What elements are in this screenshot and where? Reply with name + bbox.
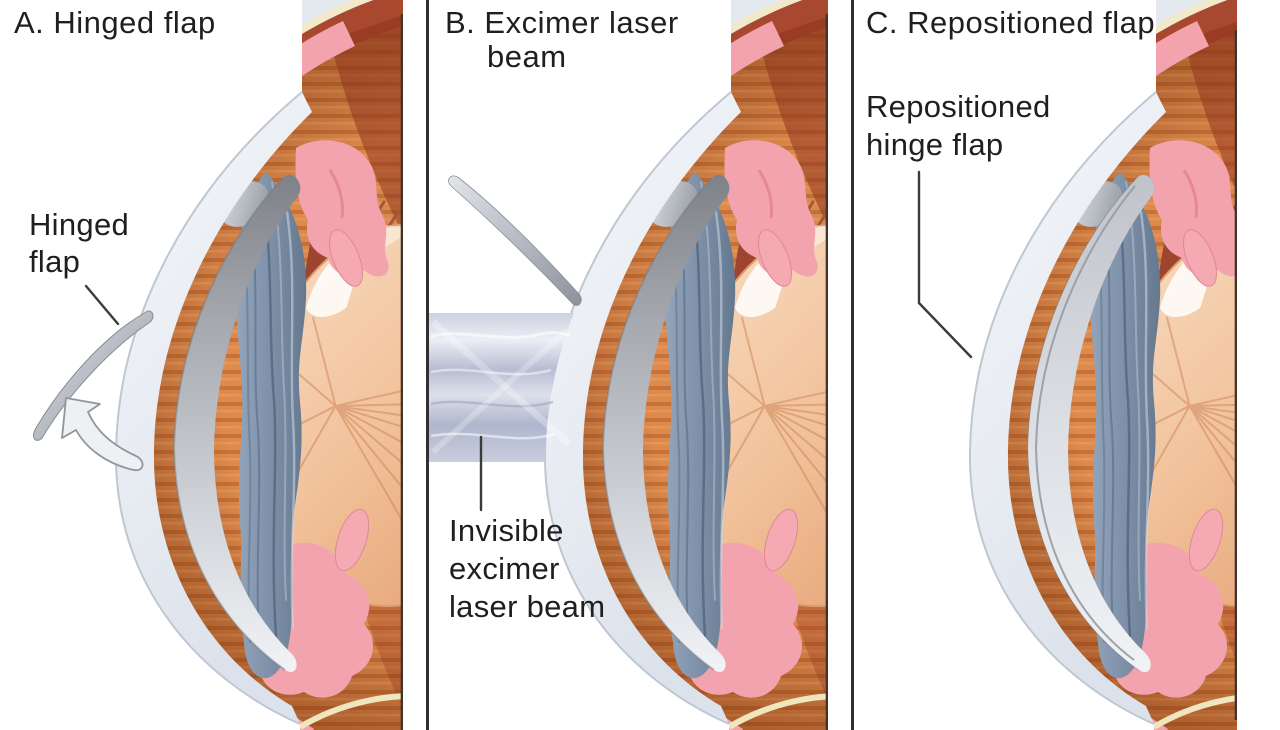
laser-beam-label-line1: Invisible [449,513,564,548]
panel-repositioned-flap: C. Repositioned flap Repositioned hinge … [854,0,1280,730]
folded-flap-shape [448,175,582,306]
leader-line [917,170,973,359]
hinged-flap-label: Hinged flap [29,206,129,280]
hinged-flap-label-line2: flap [29,244,81,279]
laser-beam-shape [429,313,574,462]
panel-hinged-flap: A. Hinged flap Hinged flap [0,0,426,730]
panel-title: A. Hinged flap [14,5,216,40]
panel-excimer-laser: B. Excimer laser beam Invisible excimer … [429,0,851,730]
repositioned-flap-shape [1028,174,1155,672]
eye-illustration-hinged-flap [0,0,403,730]
panel-title: B. Excimer laser beam [445,5,679,75]
laser-beam-label-line2: excimer [449,551,560,586]
laser-beam-label-line3: laser beam [449,589,606,624]
panel-divider-1 [426,0,429,730]
eye-illustration-excimer-laser [429,0,828,730]
hinged-flap-label-line1: Hinged [29,207,130,242]
panel-divider-2 [851,0,854,730]
panel-title-line1: B. Excimer laser [445,5,679,40]
panel-title: C. Repositioned flap [866,5,1156,40]
flap-seam-line [1034,185,1136,661]
hinged-flap-shape [33,310,154,441]
repositioned-flap-label-line2: hinge flap [866,127,1004,162]
leader-line [84,284,120,326]
flap-lift-arrow-icon [61,397,144,472]
repositioned-flap-label-line1: Repositioned [866,89,1051,124]
eye-illustration-repositioned-flap [854,0,1237,730]
repositioned-flap-label: Repositioned hinge flap [866,88,1051,164]
laser-beam-label: Invisible excimer laser beam [449,512,605,626]
panel-title-line2: beam [487,39,567,75]
